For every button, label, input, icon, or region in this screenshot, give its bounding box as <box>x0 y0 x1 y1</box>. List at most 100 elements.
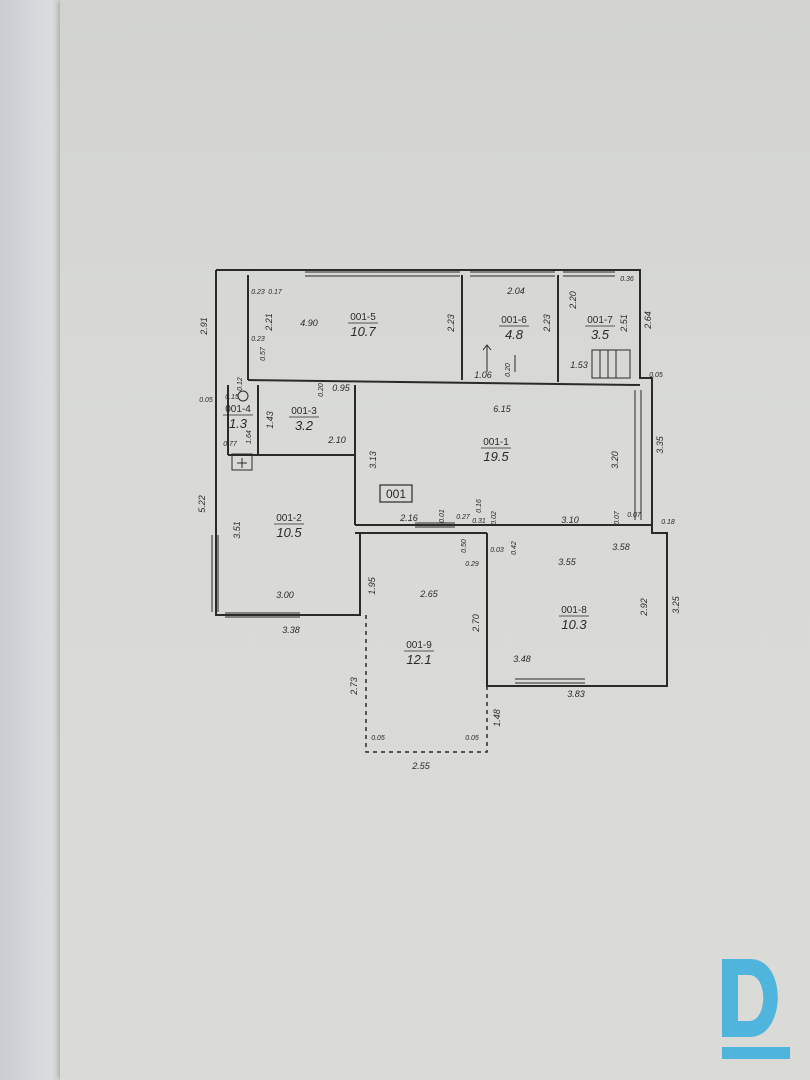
window <box>415 522 455 528</box>
dimension-label: 6.15 <box>493 404 512 414</box>
dimension-label: 2.92 <box>639 598 649 617</box>
dimension-label: 3.00 <box>276 590 294 600</box>
room-area: 1.3 <box>229 416 248 431</box>
dimension-label: 1.48 <box>492 709 502 727</box>
room-id: 001-3 <box>291 406 317 417</box>
dimension-label: 0.07 <box>627 512 642 519</box>
dimension-label: 3.10 <box>561 515 579 525</box>
dimension-label: 3.51 <box>232 521 242 539</box>
dimension-label: 4.90 <box>300 318 318 328</box>
dimension-label: 0.05 <box>649 372 663 379</box>
outer-wall <box>215 270 361 616</box>
dimension-label: 2.16 <box>399 513 418 523</box>
dimension-label: 3.58 <box>612 542 630 552</box>
room-area: 10.3 <box>561 617 587 632</box>
room-area: 12.1 <box>406 652 431 667</box>
room-area: 3.5 <box>591 327 610 342</box>
dimension-label: 2.65 <box>419 589 439 599</box>
dimension-label: 0.12 <box>237 377 244 391</box>
room-id: 001-5 <box>350 312 376 323</box>
dimension-label: 2.64 <box>643 311 653 330</box>
dimension-label: 1.95 <box>367 576 377 595</box>
dimension-label: 3.55 <box>558 557 577 567</box>
dimension-label: 3.20 <box>610 451 620 469</box>
window <box>634 390 642 520</box>
dimension-label: 2.55 <box>411 761 431 771</box>
room-id: 001-8 <box>561 605 587 616</box>
room-id: 001-4 <box>225 404 251 415</box>
fixture-circle <box>237 390 249 402</box>
dimension-label: 0.31 <box>472 518 486 525</box>
window <box>211 535 219 612</box>
dimension-label: 0.02 <box>491 511 498 525</box>
window <box>305 271 460 277</box>
plan-label: 001 <box>386 487 406 501</box>
dimension-label: 0.29 <box>465 561 479 568</box>
dimension-label: 0.77 <box>223 441 238 448</box>
balcony-outline <box>365 615 488 753</box>
dimension-label: 2.04 <box>506 286 525 296</box>
dimension-label: 1.53 <box>570 360 588 370</box>
dimension-label: 2.23 <box>542 314 552 333</box>
plan-label-box <box>379 484 413 503</box>
window <box>563 271 615 277</box>
outer-wall <box>216 269 653 520</box>
dimension-label: 3.83 <box>567 689 585 699</box>
dimension-label: 2.73 <box>349 677 359 696</box>
dimension-label: 0.57 <box>260 346 267 361</box>
dimension-label: 3.13 <box>368 451 378 469</box>
dimension-label: 3.35 <box>655 435 665 454</box>
dimension-label: 3.48 <box>513 654 531 664</box>
dimension-label: 2.70 <box>471 614 481 633</box>
stair <box>591 349 631 379</box>
dimension-label: 0.07 <box>614 510 621 525</box>
dimension-label: 0.17 <box>268 289 283 296</box>
room-area: 3.2 <box>295 418 314 433</box>
dimension-label: 0.03 <box>490 547 504 554</box>
dimension-label: 1.64 <box>246 430 253 444</box>
dimension-label: 0.20 <box>505 363 512 377</box>
window <box>470 271 555 277</box>
dimension-label: 0.23 <box>251 336 265 343</box>
dimension-label: 1.06 <box>474 370 492 380</box>
dimension-label: 0.42 <box>511 541 518 555</box>
dimension-label: 2.10 <box>327 435 346 445</box>
dimension-label: 0.15 <box>225 394 239 401</box>
dimension-label: 2.20 <box>568 291 578 310</box>
dimension-label: 0.05 <box>199 397 213 404</box>
room-id: 001-2 <box>276 513 302 524</box>
room-area: 4.8 <box>505 327 524 342</box>
room-area: 19.5 <box>483 449 509 464</box>
room-area: 10.7 <box>350 324 376 339</box>
dimension-label: 0.01 <box>439 509 446 523</box>
wall <box>247 379 641 386</box>
scan-edge <box>0 0 60 1080</box>
dimension-label: 5.22 <box>197 495 207 513</box>
dimension-label: 2.23 <box>446 314 456 333</box>
dimension-label: 0.16 <box>476 499 483 513</box>
window <box>515 678 585 684</box>
room-id: 001-7 <box>587 315 613 326</box>
dimension-label: 2.51 <box>619 314 629 333</box>
dimension-label: 3.38 <box>282 625 300 635</box>
window <box>225 612 300 618</box>
dimension-label: 3.25 <box>671 595 681 614</box>
room-id: 001-9 <box>406 640 432 651</box>
dimension-label: 0.50 <box>461 539 468 553</box>
dimension-label: 0.95 <box>332 383 351 393</box>
paper-sheet <box>60 0 810 1080</box>
dimension-label: 0.05 <box>371 735 385 742</box>
dimension-label: 0.36 <box>620 276 634 283</box>
dimension-label: 2.21 <box>264 313 274 332</box>
dimension-label: 0.23 <box>251 289 265 296</box>
room-id: 001-1 <box>483 437 509 448</box>
dimension-label: 1.43 <box>265 411 275 429</box>
room-area: 10.5 <box>276 525 302 540</box>
dimension-label: 0.20 <box>318 383 325 397</box>
dimension-label: 0.05 <box>465 735 479 742</box>
letter-d-logo-icon <box>722 959 790 1059</box>
fixture-box <box>231 453 253 471</box>
dimension-label: 2.91 <box>199 317 209 336</box>
dimension-label: 0.18 <box>661 519 675 526</box>
